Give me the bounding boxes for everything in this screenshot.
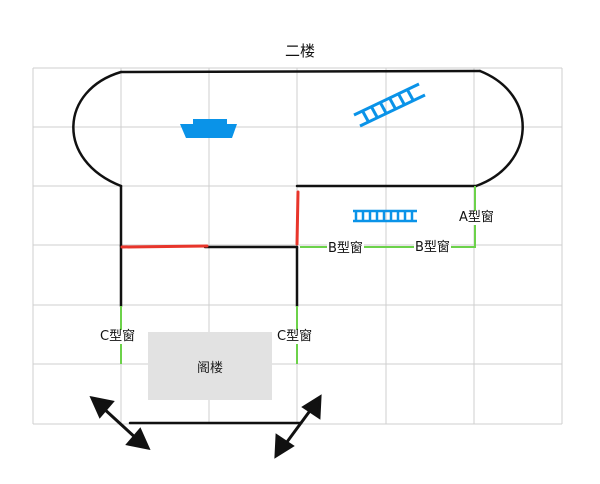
attic-area: 阁楼 [148,332,272,400]
ladder-horizontal-icon [353,209,417,223]
window-c-label: C型窗 [276,329,314,344]
window-a-label: A型窗 [458,210,495,225]
window-b-label: B型窗 [327,241,364,256]
window-b-label: B型窗 [414,240,451,255]
ladder-diagonal-icon [353,82,426,128]
boat-icon [180,119,237,138]
red-walls [120,190,300,249]
double-arrow-icon [89,395,151,451]
window-c-label: C型窗 [99,329,137,344]
floor-title: 二楼 [284,42,315,60]
double-arrow-icon [274,394,322,459]
walls [72,69,524,425]
